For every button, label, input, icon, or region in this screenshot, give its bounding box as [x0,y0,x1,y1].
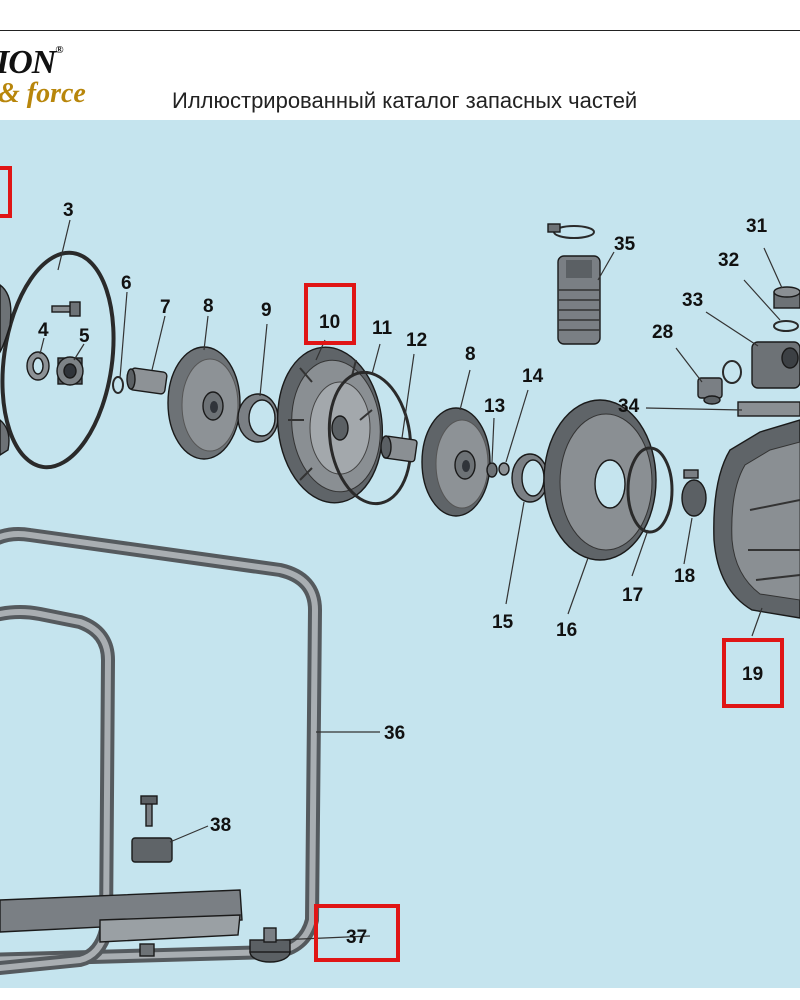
part-32-washer [773,320,799,332]
part-11-o-ring [327,370,413,506]
callout-34: 34 [618,396,640,417]
part-19-pump-housing [713,419,800,619]
callout-18: 18 [674,566,695,587]
part-12-bushing [380,435,418,463]
callout-16: 16 [556,620,577,641]
callout-8-right: 8 [465,344,476,365]
brand-logo-bottom: & force [0,78,86,109]
header-divider [0,30,800,31]
brand-logo-text: ION [0,44,56,81]
callout-6: 6 [121,273,132,294]
callout-15: 15 [492,612,514,633]
header: ION® & force Иллюстрированный каталог за… [0,0,800,120]
part-31-plug [773,286,800,309]
part-8-impeller-left [167,346,241,460]
part-7-sleeve [126,367,168,395]
part-28-fitting [697,377,723,405]
part-small-nut [139,943,155,957]
page-title: Иллюстрированный каталог запасных частей [172,88,638,113]
footer-strip [0,988,800,1000]
part-13-nut [486,462,498,478]
part-33-valve-body [751,341,800,389]
part-bolt [51,301,81,317]
exploded-diagram-area: 3 4 5 6 7 8 9 10 11 12 8 13 14 15 16 17 … [0,120,800,988]
part-8-impeller-right [421,407,491,517]
callout-12: 12 [406,330,427,351]
part-17-o-ring [626,446,674,534]
highlight-box-37 [314,904,400,962]
part-small-o-ring [722,360,742,384]
callout-28: 28 [652,322,673,343]
part-38-mount-block [131,795,173,863]
callout-17: 17 [622,585,643,606]
callout-33: 33 [682,290,703,311]
callout-32: 32 [718,250,739,271]
callout-38: 38 [210,815,231,836]
callout-11: 11 [372,318,393,339]
callout-9: 9 [261,300,272,321]
part-3-o-ring [0,250,116,470]
callout-13: 13 [484,396,505,417]
highlight-box-offscreen [0,166,12,218]
part-34-gasket [737,401,800,417]
callout-35: 35 [614,234,636,255]
callout-10: 10 [319,312,340,333]
part-18-flap [681,469,707,517]
part-9-wear-ring [237,393,279,443]
callout-8-left: 8 [203,296,214,317]
highlight-box-19 [722,638,784,708]
part-36-frame [0,527,323,976]
callout-31: 31 [746,216,768,237]
callout-19: 19 [742,664,763,685]
registered-mark: ® [55,44,63,56]
leader-lines [39,219,783,941]
callout-7: 7 [160,297,171,318]
part-5-mechanical-seal [56,356,84,386]
callout-37: 37 [346,927,367,948]
callout-4: 4 [38,320,49,341]
highlight-box-10 [304,283,356,345]
part-37-vibration-mount [249,927,291,963]
callout-36: 36 [384,723,405,744]
callout-3: 3 [63,200,74,221]
part-16-volute-cover [543,399,657,561]
callout-14: 14 [522,366,544,387]
part-15-wear-ring [511,453,549,503]
part-4-seal-ring [26,351,50,381]
exploded-diagram: 3 4 5 6 7 8 9 10 11 12 8 13 14 15 16 17 … [0,166,800,976]
part-shaft-edge [0,284,12,456]
part-6-small-o-ring [112,376,124,394]
part-14-washer [498,462,510,476]
callout-5: 5 [79,326,90,347]
part-35-strainer [547,223,601,345]
brand-logo-top: ION® [0,44,64,82]
